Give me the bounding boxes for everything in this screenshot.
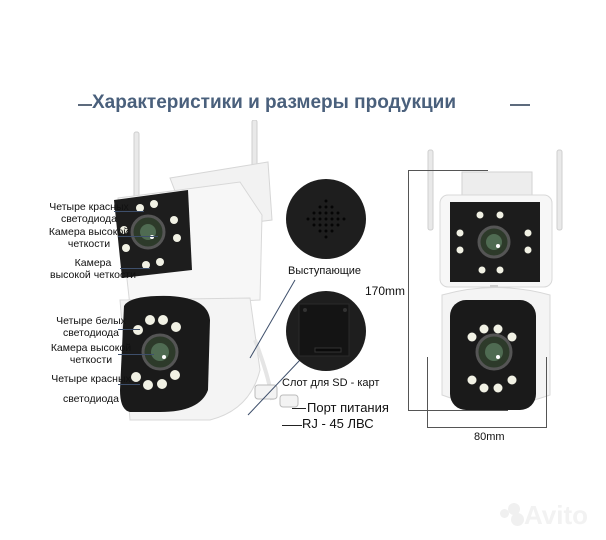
width-dim-line bbox=[427, 427, 547, 428]
height-dim-top bbox=[408, 170, 488, 171]
height-dimension: 170mm bbox=[365, 284, 406, 298]
avito-watermark: Avito bbox=[524, 500, 589, 530]
label-red-leds-upper: Четыре красных светодиода bbox=[49, 201, 129, 225]
height-dim-line bbox=[408, 170, 409, 410]
label-hd-camera-upper-2: Камера высокой четкости bbox=[50, 257, 136, 281]
label-hd-camera-upper: Камера высокой четкости bbox=[48, 226, 130, 250]
label-hd-camera-lower: Камера высокой четкости bbox=[50, 342, 132, 366]
width-dim-left bbox=[427, 357, 428, 427]
speaker-label: Выступающие bbox=[288, 265, 362, 277]
width-dim-right bbox=[546, 357, 547, 427]
leader-line bbox=[118, 354, 154, 355]
leader-line bbox=[118, 384, 140, 385]
leader-line bbox=[292, 408, 306, 409]
power-port-label: Порт питания bbox=[307, 400, 389, 415]
lan-port-label: RJ - 45 ЛВС bbox=[302, 416, 374, 431]
label-white-leds: Четыре белых светодиода bbox=[56, 315, 126, 339]
camera-front-illustration bbox=[427, 149, 563, 410]
speaker-detail-circle bbox=[286, 179, 366, 259]
leader-line bbox=[120, 268, 150, 269]
title-rule-left bbox=[78, 104, 92, 106]
page-title: Характеристики и размеры продукции bbox=[92, 92, 457, 113]
avito-logo-icon bbox=[500, 503, 526, 526]
label-red-leds-lower: Четыре красных светодиода bbox=[51, 373, 131, 405]
title-rule-right bbox=[510, 104, 530, 106]
sd-slot-label: Слот для SD - карт bbox=[282, 377, 380, 389]
leader-line bbox=[282, 425, 302, 426]
sd-slot-detail-circle bbox=[286, 291, 366, 371]
leader-line bbox=[118, 236, 158, 237]
leader-line bbox=[114, 211, 144, 212]
leader-line bbox=[118, 329, 140, 330]
width-dimension: 80mm bbox=[474, 431, 505, 443]
height-dim-bottom bbox=[408, 410, 508, 411]
camera-angled-illustration bbox=[114, 120, 300, 421]
